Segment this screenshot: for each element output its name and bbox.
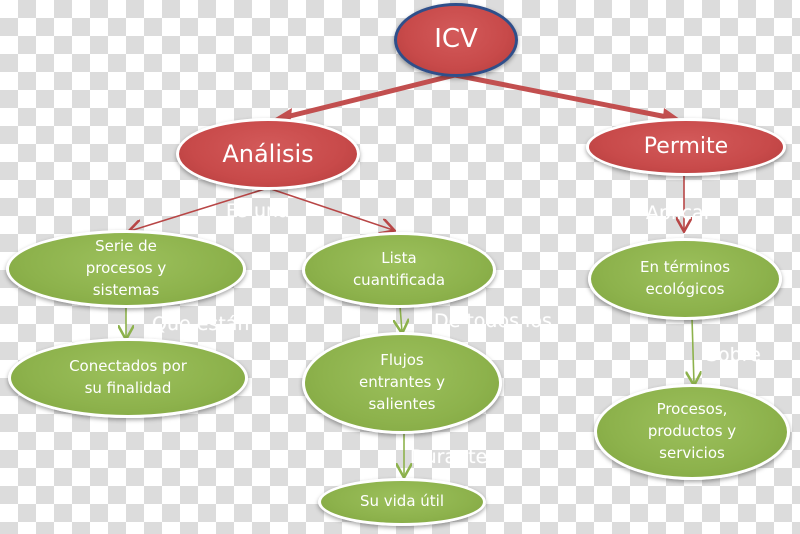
connector-label-durante: Durante [410,446,488,468]
node-text-line: su finalidad [84,379,172,397]
node-lista-cuantificada: Lista cuantificada [302,232,496,308]
node-su-vida-util: Su vida útil [318,478,486,526]
arrow-lista-flujos [400,305,402,332]
connector-label-de-todos-los: De todos los [434,310,552,332]
node-text-line: servicios [659,443,725,462]
arrow-analisis-serie [130,187,269,231]
node-text-line: cuantificada [352,271,446,289]
node-analisis-label: Análisis [222,139,314,168]
node-icv-label: ICV [434,24,478,55]
node-text-line: Su vida útil [359,492,445,511]
node-permite: Permite [586,118,786,176]
node-text-line: Conectados por [69,357,187,376]
node-procesos-productos: Procesos, productos y servicios [594,384,790,480]
node-text-line: Serie de [95,237,157,256]
node-flujos: Flujos entrantes y salientes [302,332,502,434]
arrow-icv-analisis [281,72,456,121]
node-text-line: entrantes y [358,373,446,392]
node-analisis: Análisis [176,118,360,190]
arrow-icv-permite [454,72,673,121]
node-text-line: productos y [647,422,737,441]
node-en-terminos-ecologicos: En términos ecológicos [588,238,782,320]
node-text-line: ecológicos [645,280,725,298]
node-text-line: Flujos [380,351,424,370]
node-icv: ICV [394,3,518,77]
arrow-terminos-procesos [692,317,694,384]
arrow-analisis-lista [267,187,393,230]
node-text-line: Procesos, [656,400,728,419]
connector-label-sobre: Sobre [706,344,761,366]
connector-label-que-estan: Que están [152,313,250,335]
node-text-line: salientes [368,394,436,413]
node-text-line: procesos y [85,259,167,278]
node-permite-label: Permite [643,134,729,160]
connector-label-es-una: Es una [226,200,290,222]
node-conectados: Conectados por su finalidad [8,338,248,418]
connector-label-aplicar: Aplicar [646,202,712,224]
node-text-line: sistemas [92,280,160,299]
node-serie-procesos: Serie de procesos y sistemas [6,230,246,308]
node-text-line: Lista [381,249,417,268]
node-text-line: En términos [639,258,731,277]
